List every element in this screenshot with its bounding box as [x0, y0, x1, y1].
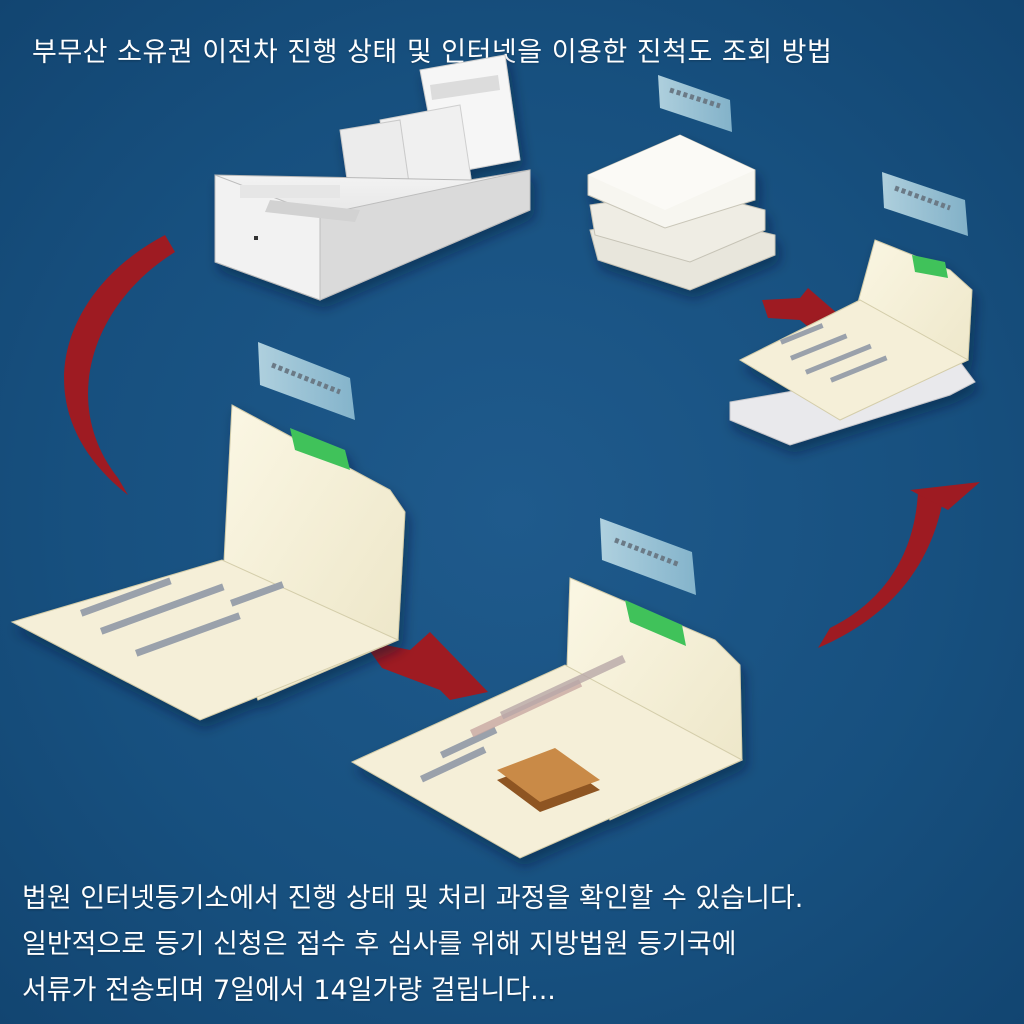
footer-line-2: 일반적으로 등기 신청은 접수 후 심사를 위해 지방법원 등기국에 [22, 929, 737, 960]
footer-line-1: 법원 인터넷등기소에서 진행 상태 및 처리 과정을 확인할 수 있습니다. [22, 883, 804, 914]
stamp-icon [497, 748, 600, 812]
arrow-to-open-folder [762, 288, 838, 330]
document-folder-icon [10, 404, 406, 721]
stamped-folder-icon [350, 577, 744, 859]
file-drawer-icon [214, 54, 531, 301]
paper-stack-icon [587, 134, 776, 291]
arrow-to-stamped-folder [362, 632, 488, 700]
page-title: 부무산 소유권 이전차 진행 상태 및 인터넷을 이용한 진척도 조회 방법 [32, 37, 833, 68]
label-tag-stack [658, 75, 732, 132]
open-folder-icon [729, 239, 976, 446]
cycle-arrow-left [64, 235, 175, 495]
label-tag-document-folder [258, 342, 355, 420]
footer-description: 법원 인터넷등기소에서 진행 상태 및 처리 과정을 확인할 수 있습니다. 일… [22, 876, 982, 1014]
label-tag-open-folder [882, 172, 968, 236]
footer-line-3: 서류가 전송되며 7일에서 14일가량 걸립니다... [22, 975, 556, 1006]
label-tag-stamped-folder [600, 518, 696, 595]
cycle-arrow-right [818, 482, 980, 648]
